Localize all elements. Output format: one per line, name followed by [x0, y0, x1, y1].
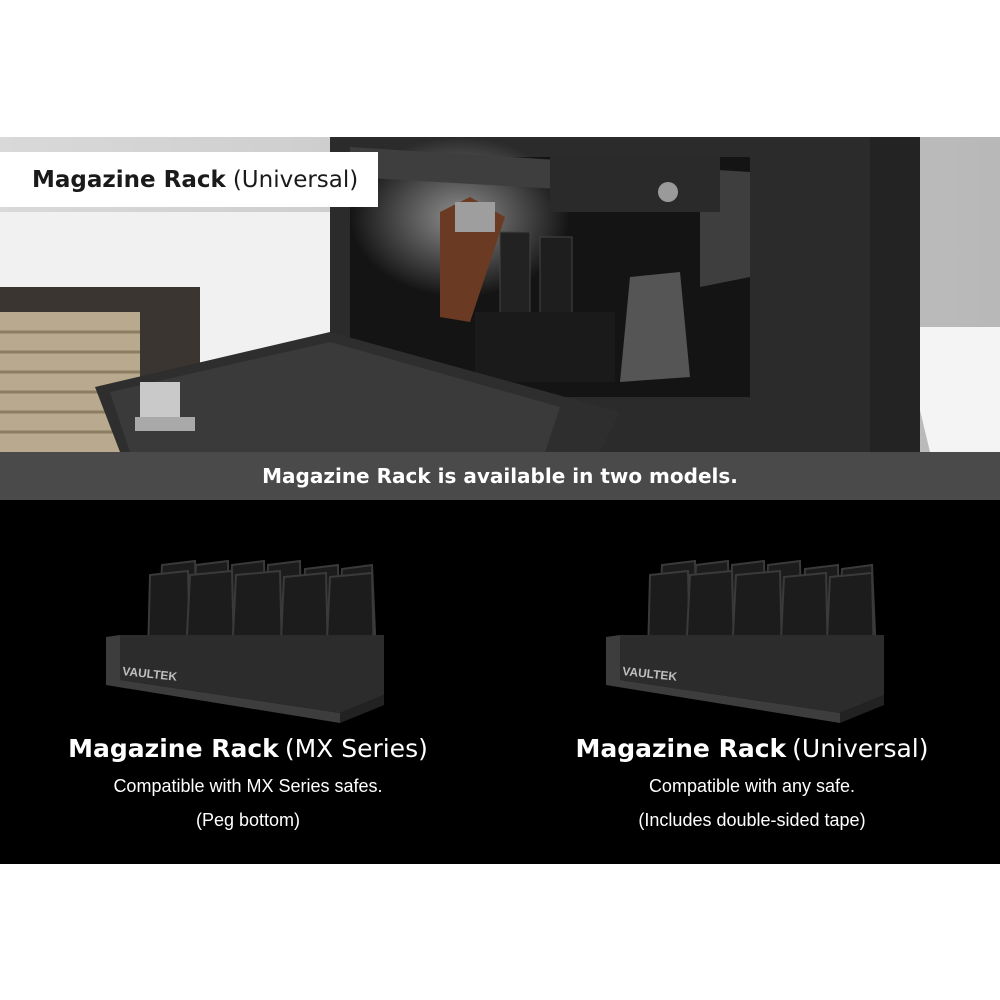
product-name: Magazine Rack(Universal): [502, 734, 1000, 763]
product-name-light: (Universal): [792, 734, 929, 763]
safe-photo-illustration: [0, 137, 1000, 452]
product-name-light: (MX Series): [284, 734, 428, 763]
product-note: (Peg bottom): [195, 810, 301, 830]
product-name-strong: Magazine Rack: [575, 734, 787, 763]
magazine-rack-image: VAULTEK: [606, 559, 884, 723]
product-name: Magazine Rack(MX Series): [0, 734, 498, 763]
magazine-rack-image: VAULTEK: [106, 559, 384, 723]
photo-title-tag: Magazine Rack (Universal): [0, 152, 378, 207]
photo-title-strong: Magazine Rack: [32, 166, 226, 193]
product-note: (Includes double-sided tape): [638, 810, 866, 830]
product-mx-series: VAULTEK Magazine Rack(MX Series) Compati…: [0, 500, 500, 864]
safe-photo: [0, 137, 1000, 452]
product-name-strong: Magazine Rack: [68, 734, 279, 763]
product-compatibility: Compatible with MX Series safes.: [113, 776, 383, 796]
rack-logo-text: VAULTEK: [122, 664, 178, 684]
rack-logo-text: VAULTEK: [622, 664, 678, 684]
bottom-margin: [0, 864, 1000, 1000]
models-banner: Magazine Rack is available in two models…: [0, 452, 1000, 500]
product-universal: VAULTEK Magazine Rack(Universal) Compati…: [500, 500, 1000, 864]
banner-text: Magazine Rack is available in two models…: [262, 464, 738, 488]
products-section: VAULTEK Magazine Rack(MX Series) Compati…: [0, 500, 1000, 864]
product-compatibility: Compatible with any safe.: [648, 776, 856, 796]
top-margin: [0, 0, 1000, 137]
photo-title-light: (Universal): [232, 166, 359, 193]
